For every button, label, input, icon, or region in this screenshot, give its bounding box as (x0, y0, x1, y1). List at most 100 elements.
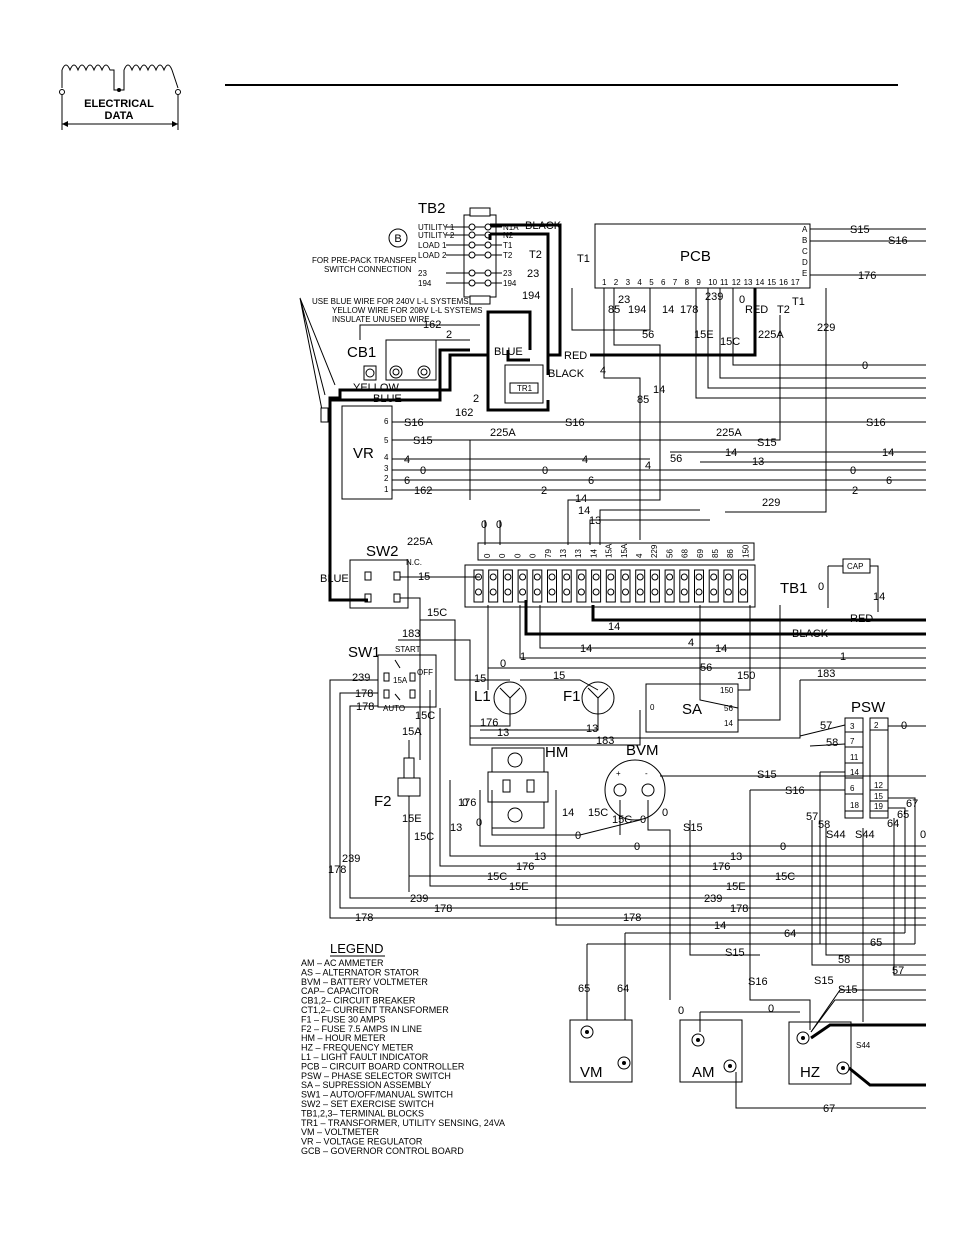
wl-57-3: 57 (892, 965, 904, 977)
wl-176-d: 176 (516, 861, 534, 873)
wire-note: USE BLUE WIRE FOR 240V L-L SYSTEMS YELLO… (299, 297, 482, 423)
wl-red-2: RED (564, 350, 587, 362)
pcb-pin: 7 (673, 278, 678, 287)
legend-item: SW1 – AUTO/OFF/MANUAL SWITCH (301, 1090, 453, 1100)
hm-hour-meter: HM (487, 744, 568, 829)
legend-item: VM – VOLTMETER (301, 1127, 379, 1137)
bvm-label: BVM (626, 742, 659, 759)
wl-15-1: 15 (418, 571, 430, 583)
pcb-pin: 1 (602, 278, 607, 287)
vr-pin: 4 (384, 453, 389, 462)
tb1-terminal (547, 569, 557, 603)
wl-s16-c: S16 (565, 417, 585, 429)
wl-176-b: 176 (480, 717, 498, 729)
hz-s44: S44 (856, 1041, 871, 1050)
wl-65-1: 65 (897, 809, 909, 821)
wl-s16-e: S16 (785, 785, 805, 797)
psw-left-pin: 7 (850, 737, 855, 746)
wl-15-2: 15 (474, 673, 486, 685)
wl-15c-3: 15C (415, 710, 435, 722)
tb1-pin-label: 14 (589, 549, 598, 558)
pcb-pin: 9 (696, 278, 701, 287)
wl-0-10: 0 (920, 829, 926, 841)
tr1-transformer: TR1 (504, 364, 544, 404)
vr-pin: 5 (384, 436, 389, 445)
pcb-pin: 4 (637, 278, 642, 287)
pcb-pin: 3 (626, 278, 631, 287)
wl-14-1: 14 (662, 304, 674, 316)
wl-0-7: 0 (496, 519, 502, 531)
wl-56-2: 56 (670, 453, 682, 465)
wl-14-9: 14 (715, 643, 727, 655)
psw-left-pin: 11 (850, 753, 859, 762)
tb1-terminal (708, 569, 719, 603)
wl-14-3: 14 (882, 447, 894, 459)
wl-black-3: BLACK (792, 628, 829, 640)
tb1-pin-label: 15A (620, 543, 629, 558)
pcb-pin: 16 (779, 278, 788, 287)
wl-178-3: 178 (356, 701, 374, 713)
wl-0-13: 0 (575, 830, 581, 842)
wl-183-3: 183 (596, 735, 614, 747)
wl-0-6: 0 (481, 519, 487, 531)
wl-blue-2: BLUE (373, 393, 402, 405)
tb2-term-right: T2 (503, 251, 513, 260)
wl-15e-1: 15E (694, 329, 714, 341)
wl-0-2: 0 (862, 360, 868, 372)
wl-239-4: 239 (410, 893, 428, 905)
wl-178-5: 178 (434, 903, 452, 915)
tb1-terminal (723, 569, 734, 603)
legend-item: VR – VOLTAGE REGULATOR (301, 1137, 423, 1147)
wl-57-2: 57 (806, 811, 818, 823)
prepack-note-1: FOR PRE-PACK TRANSFER (312, 256, 417, 265)
wl-6-1: 6 (404, 475, 410, 487)
sa-pin-14: 14 (724, 719, 733, 728)
wl-14-7: 14 (608, 621, 620, 633)
marker-b-circle (388, 228, 408, 248)
wl-58-1: 58 (826, 737, 838, 749)
wl-15c-4: 15C (588, 807, 608, 819)
pcb-side-pin: C (802, 247, 808, 256)
pcb-pin: 11 (720, 278, 729, 287)
wl-178-1: 178 (680, 304, 698, 316)
wl-15e-2: 15E (402, 813, 422, 825)
pcb-side-pin: B (802, 236, 807, 245)
wl-239-3: 239 (342, 853, 360, 865)
wl-13-6: 13 (534, 851, 546, 863)
wl-194-2: 194 (628, 304, 646, 316)
wl-15c-7: 15C (487, 871, 507, 883)
wl-13-7: 13 (730, 851, 742, 863)
wl-178-2: 178 (355, 688, 373, 700)
wl-162-3: 162 (414, 485, 432, 497)
wl-0-11: 0 (462, 797, 468, 809)
wl-blue-1: BLUE (494, 346, 523, 358)
wl-15c-8: 15C (775, 871, 795, 883)
tb2-term-right: N1A (503, 223, 519, 232)
wl-225a-1: 225A (758, 329, 784, 341)
tb1-pin-label: 150 (741, 544, 750, 558)
wl-150: 150 (737, 670, 755, 682)
wl-85-2: 85 (637, 394, 649, 406)
logo-line1: ELECTRICAL (84, 98, 154, 110)
heavy-wires (328, 223, 926, 1087)
wl-178-4: 178 (328, 864, 346, 876)
tb1-pin-label: 4 (635, 553, 644, 558)
tb1-label: TB1 (780, 580, 808, 597)
wl-s16-a: S16 (888, 235, 908, 247)
wl-176-e: 176 (712, 861, 730, 873)
wl-s16-b: S16 (404, 417, 424, 429)
wl-225a-3: 225A (716, 427, 742, 439)
vr-pin: 3 (384, 464, 389, 473)
vr-pin: 6 (384, 417, 389, 426)
wl-64-3: 64 (617, 983, 629, 995)
tb1-pin-label: 86 (726, 549, 735, 558)
wl-0-9: 0 (901, 720, 907, 732)
wl-black-2: BLACK (548, 368, 585, 380)
tb1-terminal (664, 569, 675, 603)
wl-0-1: 0 (739, 294, 745, 306)
tb1-terminal (532, 569, 543, 603)
sw1-start: START (395, 645, 421, 654)
wl-yellow: YELLOW (353, 382, 399, 394)
